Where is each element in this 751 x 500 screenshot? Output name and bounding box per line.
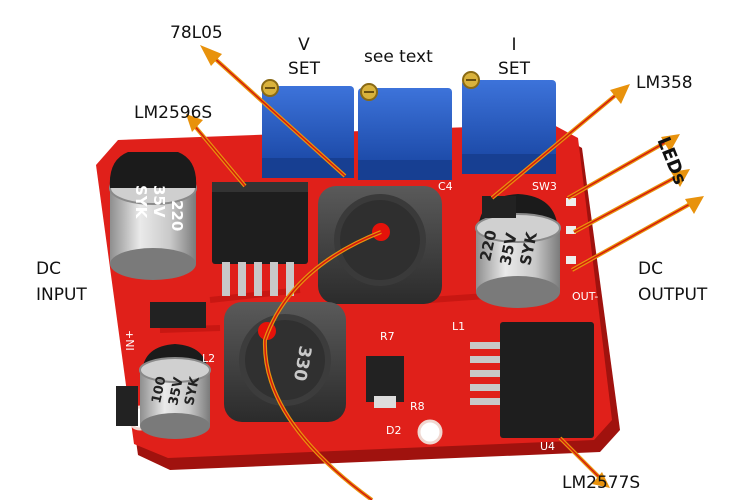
arrowhead-lm358: [610, 84, 630, 104]
label-v-set-line1: V: [298, 35, 310, 55]
small-components: [116, 196, 576, 426]
label-dc-output-line2: OUTPUT: [638, 285, 708, 305]
inductor-top: [318, 186, 442, 304]
lm2577s-chip: [470, 322, 594, 438]
silk-r7: R7: [380, 330, 395, 343]
silk-sw3: SW3: [532, 180, 557, 193]
label-see-text: see text: [364, 47, 433, 67]
cap-bottom-marking: 100: [149, 375, 169, 405]
capacitor-bottom: 100 35V SYK: [139, 344, 211, 439]
label-78l05: 78L05: [170, 23, 223, 43]
label-lm2596s: LM2596S: [134, 103, 213, 123]
mounting-hole: [417, 419, 443, 445]
silk-in-plus: +NI: [123, 330, 136, 351]
label-dc-output-line1: DC: [638, 259, 663, 279]
potentiometer-i-set: [462, 71, 556, 174]
silk-u4: U4: [540, 440, 555, 453]
arrowhead-lm2596s: [186, 114, 203, 132]
potentiometer-center: [358, 83, 452, 180]
arrowhead-led-3: [685, 196, 704, 214]
label-lm358: LM358: [636, 73, 693, 93]
silk-l2: L2: [202, 352, 215, 365]
cap-bottom-brand: SYK: [182, 375, 203, 407]
label-i-set-line1: I: [511, 35, 517, 55]
label-v-set-line2: SET: [288, 59, 320, 79]
silk-c4: C4: [438, 180, 453, 193]
silk-r8: R8: [410, 400, 425, 413]
arrowhead-78l05: [200, 45, 222, 66]
silk-out-minus: OUT-: [572, 290, 598, 303]
cap-left-brand: SYK: [132, 185, 150, 220]
potentiometer-v-set: [261, 79, 354, 178]
lm2596s-chip: [212, 182, 308, 296]
cap-left-marking: 220: [168, 200, 186, 231]
arrowhead-led-1: [661, 134, 680, 152]
silk-d2: D2: [386, 424, 401, 437]
silk-l1: L1: [452, 320, 465, 333]
arrowhead-led-2: [671, 169, 690, 187]
label-lm2577s: LM2577S: [562, 473, 641, 493]
capacitor-left: 220 35V SYK: [109, 152, 197, 280]
label-dc-input-line1: DC: [36, 259, 61, 279]
label-i-set-line2: SET: [498, 59, 530, 79]
cap-bottom-voltage: 35V: [166, 376, 187, 407]
cap-left-voltage: 35V: [150, 185, 168, 218]
inductor-bottom: 330: [224, 302, 346, 422]
arrowhead-lm2577s: [592, 472, 610, 488]
label-dc-input-line2: INPUT: [36, 285, 87, 305]
